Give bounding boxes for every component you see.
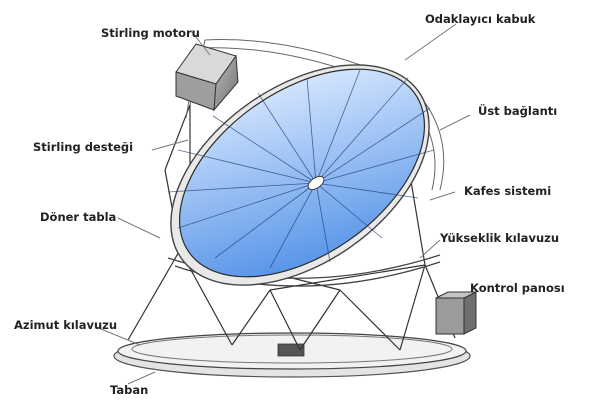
stirling-engine: [175, 43, 239, 112]
control-panel-box: [435, 291, 477, 335]
label-top-connection: Üst bağlantı: [478, 104, 558, 118]
label-stirling-support: Stirling desteği: [33, 140, 134, 154]
support-frame: [127, 104, 456, 351]
label-rotating-table: Döner tabla: [40, 210, 117, 224]
label-stirling-motor: Stirling motoru: [101, 26, 200, 40]
label-elevation-guide: Yükseklik kılavuzu: [440, 231, 560, 245]
base-ring: [113, 332, 471, 378]
label-concentrator-shell: Odaklayıcı kabuk: [425, 12, 536, 26]
label-base: Taban: [110, 383, 149, 397]
concentrator-dish: [167, 64, 435, 286]
label-azimuth-guide: Azimut kılavuzu: [14, 318, 118, 332]
label-truss-system: Kafes sistemi: [464, 184, 552, 198]
label-control-panel: Kontrol panosı: [470, 281, 565, 295]
